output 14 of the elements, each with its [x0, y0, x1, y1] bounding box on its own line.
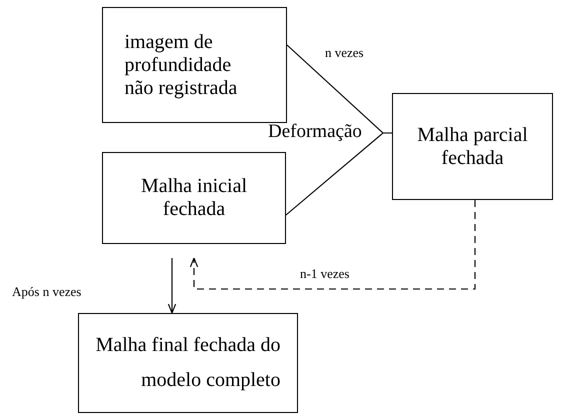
process-box	[102, 7, 287, 123]
box-text: Malha parcial fechada	[416, 124, 529, 170]
text-label: Após n vezes	[12, 284, 82, 300]
arrow	[190, 200, 476, 290]
connector-line	[286, 132, 392, 216]
process-box	[102, 152, 286, 244]
arrow	[168, 258, 176, 314]
box-text: imagem de profundidade não registrada	[124, 30, 238, 100]
text-label: Deformação	[268, 121, 362, 143]
text-label: n vezes	[325, 45, 364, 61]
box-text: Malha final fechada do modelo completo	[96, 333, 280, 393]
process-box	[78, 313, 298, 413]
process-box	[392, 93, 553, 200]
box-text: Malha inicial fechada	[140, 175, 248, 221]
